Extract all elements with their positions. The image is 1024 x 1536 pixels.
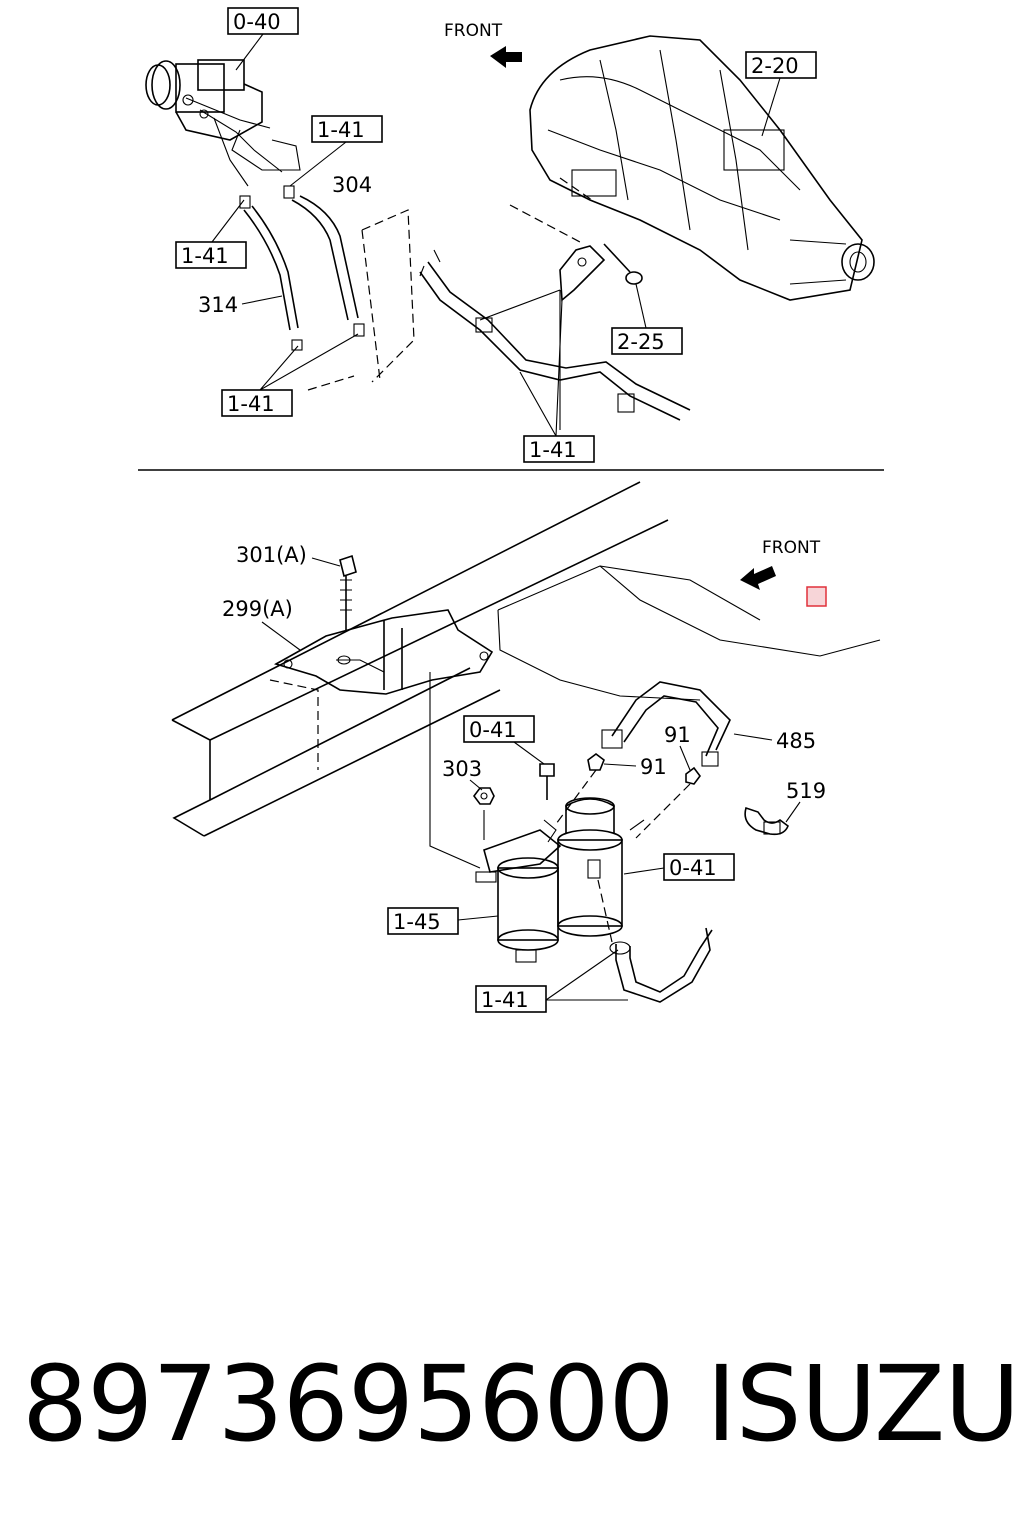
part-number-text: 8973695600	[22, 1343, 675, 1465]
front-arrow-bottom: FRONT	[740, 538, 821, 590]
ref-box-0-41-a[interactable]: 0-41	[463, 715, 535, 743]
ref-box-1-41-d[interactable]: 1-41	[523, 435, 595, 463]
svg-text:2-20: 2-20	[751, 54, 799, 78]
highlight-marker	[806, 586, 827, 607]
part-label-519: 519	[786, 779, 826, 803]
svg-text:0-40: 0-40	[233, 10, 281, 34]
ref-box-0-41-b[interactable]: 0-41	[663, 853, 735, 881]
part-label-303: 303	[442, 757, 482, 781]
svg-text:0-41: 0-41	[669, 856, 717, 880]
part-label-485: 485	[776, 729, 816, 753]
part-label-91-a: 91	[664, 723, 691, 747]
part-label-299a: 299(A)	[222, 597, 293, 621]
fuel-filter-drawing	[475, 797, 645, 963]
bracket-2-25-drawing	[559, 243, 643, 302]
svg-text:2-25: 2-25	[617, 330, 665, 354]
ref-box-1-45[interactable]: 1-45	[387, 907, 459, 935]
bolt-301-drawing	[339, 554, 357, 632]
ref-box-0-40[interactable]: 0-40	[227, 7, 299, 35]
svg-text:1-45: 1-45	[393, 910, 441, 934]
hose-485-drawing	[601, 681, 731, 767]
svg-text:1-41: 1-41	[481, 988, 529, 1012]
transmission-drawing	[529, 35, 875, 301]
injection-pump-drawing	[145, 59, 301, 187]
front-label-top: FRONT	[444, 21, 503, 41]
front-arrow-top: FRONT	[444, 21, 522, 68]
clip-91-drawing	[555, 753, 701, 839]
bolt-0-41-drawing	[539, 763, 555, 800]
part-label-304: 304	[332, 173, 372, 197]
svg-text:1-41: 1-41	[529, 438, 577, 462]
svg-text:1-41: 1-41	[227, 392, 275, 416]
fuel-pipes-drawing	[419, 249, 691, 430]
hose-304-drawing	[283, 185, 365, 337]
ref-box-1-41-e[interactable]: 1-41	[475, 985, 547, 1013]
hose-314-drawing	[239, 195, 303, 351]
lower-hose-drawing	[597, 879, 713, 1003]
front-arrow-icon-top	[490, 46, 522, 68]
svg-text:0-41: 0-41	[469, 718, 517, 742]
front-label-bottom: FRONT	[762, 538, 821, 558]
nut-303-drawing	[473, 787, 495, 840]
svg-text:1-41: 1-41	[181, 244, 229, 268]
svg-text:1-41: 1-41	[317, 118, 365, 142]
part-label-314: 314	[198, 293, 238, 317]
ref-box-1-41-b[interactable]: 1-41	[175, 241, 247, 269]
front-arrow-icon-bottom	[740, 566, 776, 590]
ref-box-2-25[interactable]: 2-25	[611, 327, 683, 355]
bracket-299-drawing	[273, 609, 494, 869]
ref-box-2-20[interactable]: 2-20	[745, 51, 817, 79]
ref-box-1-41-c[interactable]: 1-41	[221, 389, 293, 417]
clip-519-drawing	[744, 806, 789, 836]
brand-text: ISUZU	[706, 1343, 1020, 1465]
ref-box-1-41-a[interactable]: 1-41	[311, 115, 383, 143]
part-label-301a: 301(A)	[236, 543, 307, 567]
frame-rail-drawing	[171, 481, 881, 837]
part-label-91-b: 91	[640, 755, 667, 779]
